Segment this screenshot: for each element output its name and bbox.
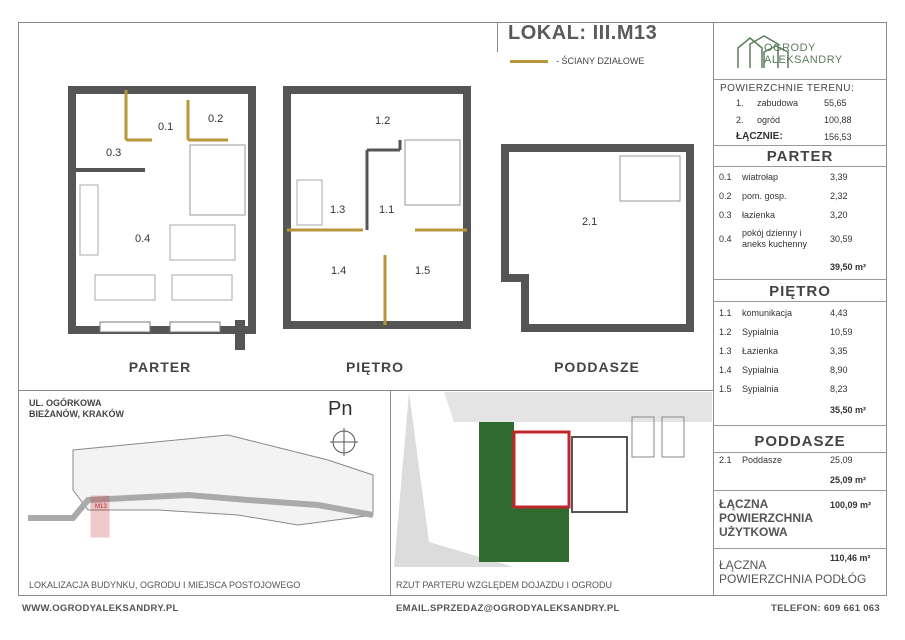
legend-label: - ŚCIANY DZIAŁOWE [556, 56, 645, 66]
pietro-row-value: 4,43 [830, 308, 848, 318]
pietro-heading: PIĘTRO [769, 283, 831, 300]
room-label: 2.1 [582, 216, 597, 228]
room-label: 0.1 [158, 121, 173, 133]
poddasze-row-name: Poddasze [742, 455, 783, 465]
location-street: UL. OGÓRKOWA [29, 398, 102, 408]
footer-email[interactable]: EMAIL.SPRZEDAZ@OGRODYALEKSANDRY.PL [396, 603, 620, 614]
pietro-row-name: Sypialnia [742, 384, 779, 394]
sheet-frame [18, 22, 887, 596]
parter-heading: PARTER [766, 148, 834, 165]
terrain-row-value: 100,88 [824, 115, 852, 125]
room-label: 0.4 [135, 233, 150, 245]
location-district: BIEŻANÓW, KRAKÓW [29, 409, 124, 419]
poddasze-plan-label: PODDASZE [554, 359, 640, 375]
location-map: M13 [28, 430, 383, 550]
parter-row-num: 0.4 [719, 234, 732, 244]
poddasze-plan: 2.1 [495, 138, 700, 333]
north-label: Pn [328, 398, 353, 420]
room-label: 1.4 [331, 265, 346, 277]
parter-row-name: pokój dzienny i [742, 228, 802, 238]
parter-total: 39,50 m² [830, 262, 867, 272]
pietro-row-num: 1.4 [719, 365, 732, 375]
pietro-plan: 1.2 1.1 1.3 1.4 1.5 [275, 80, 475, 330]
usable-area-label: ŁĄCZNA POWIERZCHNIA UŻYTKOWA [719, 497, 813, 539]
room-label: 1.2 [375, 115, 390, 127]
terrain-heading: POWIERZCHNIE TERENU: [720, 83, 855, 94]
terrain-row-name: zabudowa [757, 98, 799, 108]
pietro-row-name: Sypialnia [742, 327, 779, 337]
parter-plan: 0.1 0.2 0.3 0.4 [60, 60, 260, 355]
pietro-row-name: komunikacja [742, 308, 793, 318]
parter-row-num: 0.2 [719, 191, 732, 201]
maps-divider [390, 390, 391, 596]
pietro-row-value: 10,59 [830, 327, 853, 337]
title-left-divider [497, 22, 498, 52]
parter-row-num: 0.3 [719, 210, 732, 220]
room-label: 0.3 [106, 147, 121, 159]
pietro-total: 35,50 m² [830, 405, 867, 415]
footer-phone[interactable]: TELEFON: 609 661 063 [771, 603, 880, 614]
parter-row-value: 3,39 [830, 172, 848, 182]
logo-line2: ALEKSANDRY [764, 54, 843, 66]
floor-area-label: ŁĄCZNA POWIERZCHNIA PODŁÓG [719, 558, 867, 586]
poddasze-row-num: 2.1 [719, 455, 732, 465]
parter-row-value: 2,32 [830, 191, 848, 201]
parter-row-name: pom. gosp. [742, 191, 787, 201]
terrain-total-label: ŁĄCZNIE: [736, 131, 783, 142]
parter-row-num: 0.1 [719, 172, 732, 182]
terrain-row-num: 2. [736, 115, 744, 125]
pietro-row-num: 1.1 [719, 308, 732, 318]
pietro-row-name: Łazienka [742, 346, 779, 356]
terrain-row-name: ogród [757, 115, 781, 125]
poddasze-total: 25,09 m² [830, 475, 867, 485]
parter-row-name: wiatrołap [742, 172, 779, 182]
poddasze-row-value: 25,09 [830, 455, 853, 465]
poddasze-heading: PODDASZE [754, 433, 846, 450]
room-label: 0.2 [208, 113, 223, 125]
terrain-row-value: 55,65 [824, 98, 847, 108]
pietro-row-value: 8,23 [830, 384, 848, 394]
house-logo-icon [737, 35, 789, 68]
footer-website[interactable]: WWW.OGRODYALEKSANDRY.PL [22, 603, 179, 614]
terrain-total-value: 156,53 [824, 132, 852, 142]
parter-plan-label: PARTER [128, 359, 192, 375]
room-label: 1.3 [330, 204, 345, 216]
room-label: 1.1 [379, 204, 394, 216]
pietro-row-num: 1.5 [719, 384, 732, 394]
pietro-plan-label: PIĘTRO [345, 359, 405, 375]
pietro-row-name: Sypialnia [742, 365, 779, 375]
room-label: 1.5 [415, 265, 430, 277]
site-plan [394, 392, 712, 572]
pietro-row-num: 1.3 [719, 346, 732, 356]
pietro-row-value: 3,35 [830, 346, 848, 356]
usable-area-value: 100,09 m² [830, 500, 872, 510]
parter-row-name: łazienka [742, 210, 776, 220]
parter-row-name-line2: aneks kuchenny [742, 239, 808, 249]
location-caption: LOKALIZACJA BUDYNKU, OGRODU I MIEJSCA PO… [29, 580, 301, 590]
terrain-row-num: 1. [736, 98, 744, 108]
unit-tag: M13 [95, 504, 107, 510]
pietro-row-num: 1.2 [719, 327, 732, 337]
partition-wall-swatch [510, 60, 548, 63]
pietro-row-value: 8,90 [830, 365, 848, 375]
compass-icon [330, 428, 358, 461]
logo-line1: OGRODY [764, 42, 816, 54]
page-title: LOKAL: III.M13 [508, 22, 658, 44]
parter-row-value: 3,20 [830, 210, 848, 220]
siteplan-caption: RZUT PARTERU WZGLĘDEM DOJAZDU I OGRODU [396, 580, 613, 590]
plans-bottom-divider [18, 390, 713, 391]
floor-area-value: 110,46 m² [830, 553, 871, 563]
right-panel-divider [713, 22, 714, 596]
brand-logo: OGRODY ALEKSANDRY [734, 34, 864, 74]
parter-row-value: 30,59 [830, 234, 853, 244]
